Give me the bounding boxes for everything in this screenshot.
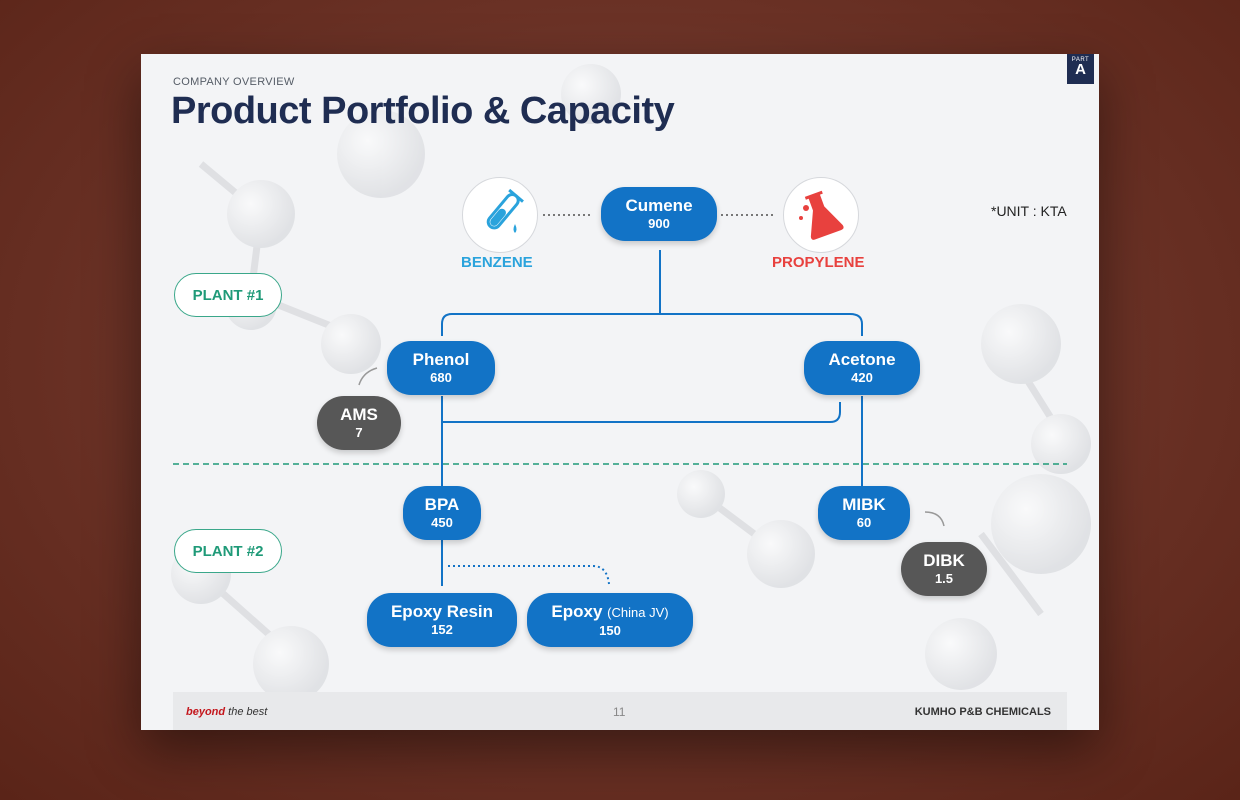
ams-node: AMS 7 bbox=[317, 396, 401, 450]
page-number: 11 bbox=[613, 705, 626, 719]
company-name: KUMHO P&B CHEMICALS bbox=[914, 706, 1051, 718]
benzene-label: BENZENE bbox=[461, 254, 533, 271]
page-title: Product Portfolio & Capacity bbox=[171, 90, 675, 132]
phenol-node: Phenol 680 bbox=[387, 341, 495, 395]
mibk-name: MIBK bbox=[842, 495, 886, 514]
epoxy-resin-capacity: 152 bbox=[431, 622, 453, 637]
part-label: PART bbox=[1071, 57, 1090, 63]
section-label: COMPANY OVERVIEW bbox=[173, 76, 295, 88]
epoxy-jv-title: Epoxy (China JV) bbox=[551, 602, 668, 623]
dibk-node: DIBK 1.5 bbox=[901, 542, 987, 596]
acetone-node: Acetone 420 bbox=[804, 341, 920, 395]
part-badge: PART A bbox=[1067, 54, 1094, 84]
epoxy-jv-name: Epoxy bbox=[551, 601, 603, 621]
acetone-capacity: 420 bbox=[851, 370, 873, 385]
acetone-name: Acetone bbox=[828, 350, 896, 369]
cumene-name: Cumene bbox=[625, 196, 693, 215]
benzene-circle bbox=[462, 177, 538, 253]
dibk-branch bbox=[924, 511, 945, 527]
epoxy-jv-node: Epoxy (China JV) 150 bbox=[527, 593, 693, 647]
propylene-circle bbox=[783, 177, 859, 253]
propylene-label: PROPYLENE bbox=[772, 254, 865, 271]
ams-branch bbox=[358, 367, 378, 386]
tagline: beyond the best bbox=[186, 706, 267, 718]
epoxy-resin-node: Epoxy Resin 152 bbox=[367, 593, 517, 647]
dibk-name: DIBK bbox=[923, 551, 965, 570]
bpa-name: BPA bbox=[424, 495, 460, 514]
slide-footer: beyond the best 11 KUMHO P&B CHEMICALS bbox=[173, 692, 1067, 730]
bpa-node: BPA 450 bbox=[403, 486, 481, 540]
ams-name: AMS bbox=[340, 405, 378, 424]
slide: COMPANY OVERVIEW Product Portfolio & Cap… bbox=[141, 54, 1099, 730]
test-tube-icon bbox=[486, 188, 524, 233]
cumene-node: Cumene 900 bbox=[601, 187, 717, 241]
unit-note: *UNIT : KTA bbox=[991, 203, 1067, 219]
epoxy-resin-name: Epoxy Resin bbox=[390, 602, 494, 621]
epoxy-jv-note: (China JV) bbox=[607, 604, 669, 620]
phenol-name: Phenol bbox=[412, 350, 470, 369]
phenol-capacity: 680 bbox=[430, 370, 452, 385]
ams-capacity: 7 bbox=[355, 425, 363, 440]
epoxy-jv-capacity: 150 bbox=[599, 622, 621, 638]
tagline-bold: beyond bbox=[186, 706, 226, 718]
mibk-node: MIBK 60 bbox=[818, 486, 910, 540]
cumene-capacity: 900 bbox=[648, 216, 670, 231]
tagline-rest: the best bbox=[225, 706, 268, 718]
flask-icon bbox=[799, 190, 844, 240]
bpa-capacity: 450 bbox=[431, 515, 453, 530]
part-letter: A bbox=[1075, 61, 1086, 78]
plant-2-label: PLANT #2 bbox=[174, 529, 282, 573]
mibk-capacity: 60 bbox=[856, 515, 872, 530]
dibk-capacity: 1.5 bbox=[934, 571, 954, 586]
plant-1-label: PLANT #1 bbox=[174, 273, 282, 317]
